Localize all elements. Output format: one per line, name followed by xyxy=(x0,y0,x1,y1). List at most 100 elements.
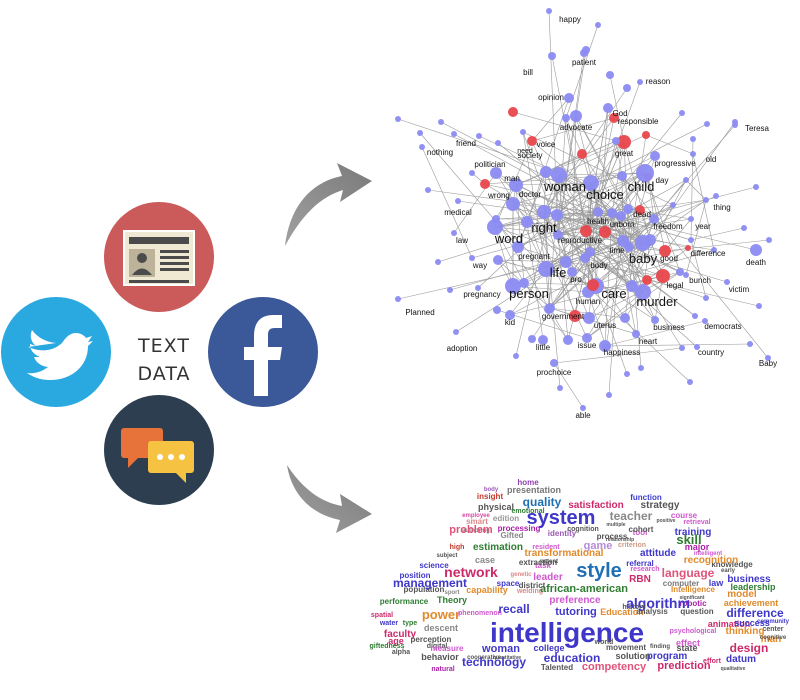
network-label-freedom: freedom xyxy=(653,222,683,231)
network-label-good: good xyxy=(660,254,678,263)
word-high: high xyxy=(450,544,465,551)
word-rbn: RBN xyxy=(629,574,651,585)
network-label-old: old xyxy=(706,155,717,164)
network-node xyxy=(644,234,656,246)
network-labels: happypatientbillreasonopinionGodresponsi… xyxy=(405,15,777,420)
network-label-unborn: unborn xyxy=(610,220,635,229)
word-digital: digital xyxy=(427,643,448,650)
network-node xyxy=(551,167,567,183)
network-node-highlight xyxy=(569,310,581,322)
network-node xyxy=(562,114,570,122)
network-node xyxy=(616,211,626,221)
network-edge xyxy=(647,176,666,252)
network-label-advocate: advocate xyxy=(560,123,593,132)
network-label-business: business xyxy=(653,323,685,332)
network-label-uterus: uterus xyxy=(594,321,616,330)
network-edge xyxy=(553,362,584,409)
word-major: major xyxy=(685,542,710,552)
network-node xyxy=(711,247,717,253)
network-node xyxy=(635,284,651,300)
network-edge xyxy=(649,199,707,241)
network-node xyxy=(505,310,515,320)
network-node xyxy=(551,209,563,221)
network-edge xyxy=(421,146,473,259)
network-edge xyxy=(585,81,641,232)
word-quality: quality xyxy=(523,495,562,509)
network-node xyxy=(417,130,423,136)
network-node-highlight xyxy=(580,225,592,237)
twitter-source xyxy=(1,297,111,407)
word-gifted: Gifted xyxy=(500,531,523,540)
network-node xyxy=(469,255,475,261)
word-position: position xyxy=(399,571,430,580)
network-node xyxy=(703,295,709,301)
network-node xyxy=(649,214,659,224)
word-body: body xyxy=(484,487,499,493)
network-edge xyxy=(628,134,647,248)
word-estimation: estimation xyxy=(473,542,523,553)
network-edge xyxy=(588,239,651,319)
network-edge xyxy=(587,291,607,348)
network-node xyxy=(690,151,696,157)
network-node xyxy=(679,110,685,116)
network-node xyxy=(750,244,762,256)
network-label-care: care xyxy=(601,286,626,301)
network-edge xyxy=(586,271,681,339)
network-edge xyxy=(590,182,624,242)
network-node xyxy=(670,202,676,208)
word-success: success xyxy=(734,618,770,628)
network-label-society: society xyxy=(518,151,543,160)
network-edge xyxy=(611,212,637,335)
word-style: style xyxy=(576,560,622,582)
network-label-god: God xyxy=(612,109,627,118)
network-edge xyxy=(557,209,641,236)
word-college: college xyxy=(533,643,564,653)
network-label-democrats: democrats xyxy=(704,322,741,331)
network-label-murder: murder xyxy=(636,294,678,309)
network-node xyxy=(476,133,482,139)
network-node xyxy=(453,329,459,335)
word-faculty: faculty xyxy=(384,629,417,640)
network-node xyxy=(475,285,481,291)
network-label-person: person xyxy=(509,286,549,301)
word-subject: subject xyxy=(436,553,457,559)
word-finding: finding xyxy=(650,644,670,650)
network-node xyxy=(495,140,501,146)
word-processing: processing xyxy=(498,524,541,533)
word-age: age xyxy=(388,636,404,646)
network-edge xyxy=(604,231,648,281)
network-label-adoption: adoption xyxy=(447,344,478,353)
network-label-country: country xyxy=(698,348,724,357)
word-robotic: robotic xyxy=(679,599,707,608)
network-label-bunch: bunch xyxy=(689,276,711,285)
word-movement: movement xyxy=(606,643,646,652)
network-node xyxy=(683,272,689,278)
network-node xyxy=(451,131,457,137)
network-label-body: body xyxy=(590,261,607,270)
network-label-law: law xyxy=(456,236,468,245)
network-label-choice: choice xyxy=(586,187,624,202)
network-node xyxy=(624,371,630,377)
network-edge xyxy=(526,97,570,223)
network-edge xyxy=(545,211,599,270)
word-positive: positive xyxy=(657,518,676,524)
word-employee: employee xyxy=(462,513,490,519)
word-type: type xyxy=(403,620,418,627)
word-design: design xyxy=(730,641,769,655)
network-edge xyxy=(628,246,648,281)
network-node xyxy=(560,256,572,268)
network-edge xyxy=(565,117,583,155)
network-label-friend: friend xyxy=(456,139,476,148)
network-edge xyxy=(565,261,656,321)
network-label-teresa: Teresa xyxy=(745,124,770,133)
network-edge xyxy=(590,123,708,184)
network-node xyxy=(546,8,552,14)
network-label-able: able xyxy=(575,411,591,420)
word-science: science xyxy=(419,561,449,570)
network-node xyxy=(617,171,627,181)
word-law: law xyxy=(709,578,725,588)
word-competency: competency xyxy=(582,661,647,673)
word-skill: skill xyxy=(676,532,701,547)
network-edge xyxy=(543,211,561,389)
network-node xyxy=(451,230,457,236)
